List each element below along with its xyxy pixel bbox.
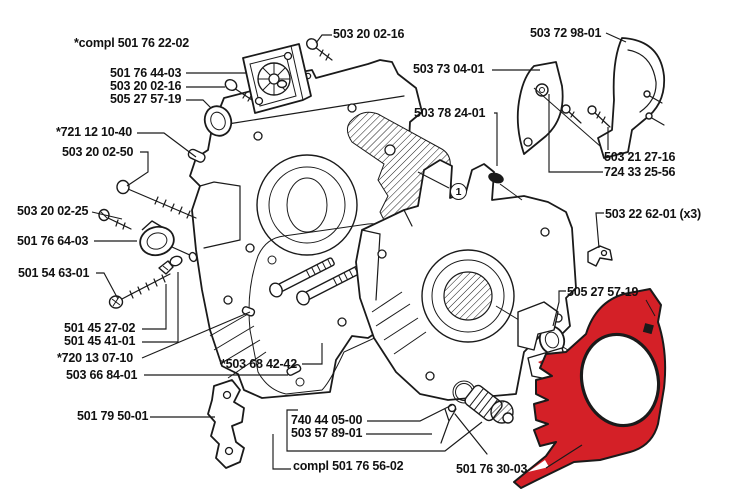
part-label: 501 45 27-02 bbox=[64, 321, 136, 335]
guide-pin-drawing bbox=[187, 148, 206, 163]
part-label: 501 76 64-03 bbox=[17, 234, 89, 248]
clip-plate-drawing bbox=[587, 245, 613, 267]
part-label: 501 54 63-01 bbox=[18, 266, 90, 280]
callout-1-marker: 1 bbox=[450, 183, 467, 200]
part-label-assembly: compl 501 76 56-02 bbox=[293, 459, 404, 473]
part-label: 503 22 62-01 (x3) bbox=[605, 207, 701, 221]
plate-screw-drawing bbox=[224, 78, 253, 102]
guard-screws-drawing bbox=[561, 104, 611, 128]
part-label: 503 20 02-25 bbox=[17, 204, 89, 218]
guard-cover-drawing bbox=[597, 37, 666, 159]
part-label: 505 27 57-19 bbox=[567, 285, 639, 299]
part-label: *720 13 07-10 bbox=[57, 351, 133, 365]
oil-pump-plate-drawing bbox=[242, 43, 312, 114]
crankcase-bolts-drawing bbox=[241, 257, 362, 376]
part-label: *503 68 42-42 bbox=[221, 357, 297, 371]
part-label: 740 44 05-00 bbox=[291, 413, 363, 427]
long-screw-drawing bbox=[108, 273, 171, 309]
long-bolt-drawing bbox=[116, 179, 197, 219]
inner-guide-plate-drawing bbox=[513, 288, 667, 489]
part-label: 503 20 02-16 bbox=[110, 79, 182, 93]
part-label: 503 20 02-50 bbox=[62, 145, 134, 159]
bucking-spike-drawing bbox=[207, 379, 245, 469]
part-label: 724 33 25-56 bbox=[604, 165, 676, 179]
gasket-outline-drawing bbox=[248, 223, 406, 395]
oil-pump-body-drawing bbox=[139, 220, 198, 263]
part-label: 503 78 24-01 bbox=[414, 106, 486, 120]
part-label: 503 57 89-01 bbox=[291, 426, 363, 440]
part-label: 503 20 02-16 bbox=[333, 27, 405, 41]
part-label: 505 27 57-19 bbox=[110, 92, 182, 106]
part-label: 503 73 04-01 bbox=[413, 62, 485, 76]
part-label: 501 76 30-03 bbox=[456, 462, 528, 476]
chain-catcher-drawing bbox=[516, 61, 601, 155]
small-screw-drawing bbox=[98, 208, 132, 230]
part-label: 503 21 27-16 bbox=[604, 150, 676, 164]
part-label: 503 66 84-01 bbox=[66, 368, 138, 382]
seal-left-drawing bbox=[203, 105, 233, 137]
top-screw-drawing bbox=[306, 38, 333, 61]
part-label-assembly: *compl 501 76 22-02 bbox=[74, 36, 190, 50]
part-label: *721 12 10-40 bbox=[56, 125, 132, 139]
part-label: 503 72 98-01 bbox=[530, 26, 602, 40]
leader-lines bbox=[91, 32, 627, 470]
part-label: 501 45 41-01 bbox=[64, 334, 136, 348]
part-label: 501 79 50-01 bbox=[77, 409, 149, 423]
part-label: 501 76 44-03 bbox=[110, 66, 182, 80]
oil-pump-assembly-drawing bbox=[440, 380, 514, 455]
washer-clip-drawing bbox=[158, 255, 183, 275]
